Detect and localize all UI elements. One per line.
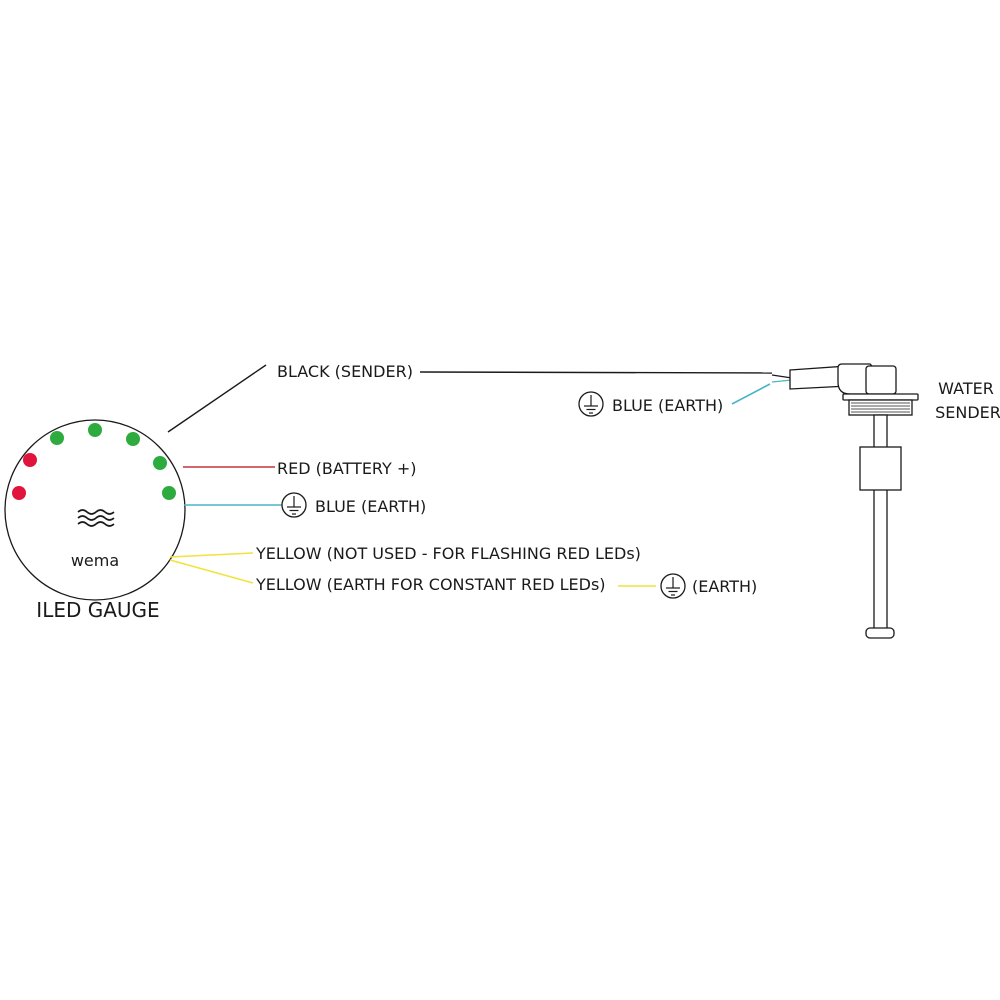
- earth-symbol-icon: [281, 492, 307, 518]
- label-earth: (EARTH): [692, 577, 757, 596]
- sender-thread: [848, 399, 913, 416]
- label-yellow-not-used: YELLOW (NOT USED - FOR FLASHING RED LEDs…: [255, 544, 641, 563]
- led-green: [88, 423, 102, 437]
- led-green: [50, 431, 64, 445]
- led-green: [153, 456, 167, 470]
- sender-flange: [842, 393, 919, 401]
- yellow-wire-not-used: [169, 552, 254, 558]
- label-red-battery: RED (BATTERY +): [277, 459, 417, 478]
- sender-title-line1: WATER: [938, 379, 994, 398]
- blue-wire-sender: [731, 383, 771, 405]
- label-blue-earth-gauge: BLUE (EARTH): [315, 497, 426, 516]
- sender-float: [859, 446, 902, 491]
- led-red: [23, 453, 37, 467]
- sender-lead-black: [771, 374, 793, 379]
- earth-symbol-icon: [578, 391, 604, 417]
- water-waves-icon: [77, 509, 115, 527]
- gauge-title: ILED GAUGE: [36, 598, 159, 622]
- led-red: [12, 486, 26, 500]
- label-blue-earth-sender: BLUE (EARTH): [612, 396, 723, 415]
- sender-lead-blue: [771, 379, 793, 383]
- black-wire-gauge: [167, 364, 267, 433]
- sender-connector-head: [865, 365, 897, 395]
- black-wire-to-sender: [419, 371, 773, 374]
- gauge-body: [4, 419, 186, 601]
- label-black-sender: BLACK (SENDER): [277, 362, 413, 381]
- label-yellow-earth-constant: YELLOW (EARTH FOR CONSTANT RED LEDs): [255, 575, 606, 594]
- led-green: [162, 486, 176, 500]
- water-sender: [771, 363, 919, 639]
- iled-gauge: wema: [4, 419, 186, 601]
- earth-symbol-icon: [660, 573, 686, 599]
- gauge-brand: wema: [71, 551, 119, 570]
- yellow-wire-earth-constant: [169, 559, 254, 584]
- sender-title-line2: SENDER: [935, 403, 1000, 422]
- led-green: [126, 432, 140, 446]
- sender-end-cap: [865, 627, 895, 639]
